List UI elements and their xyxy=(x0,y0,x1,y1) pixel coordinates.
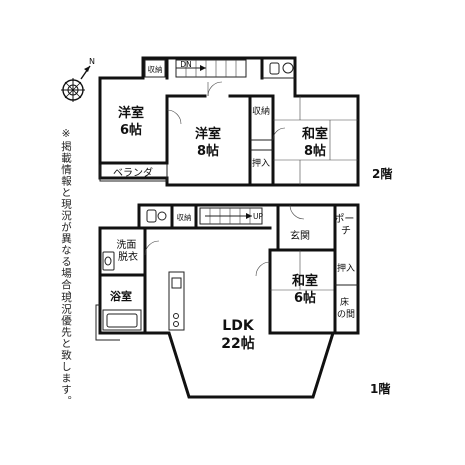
floor-label-2f: 2階 xyxy=(372,166,392,181)
storage-1f-label: 収納 xyxy=(177,212,192,222)
storage-top-label: 収納 xyxy=(148,64,163,74)
alcove-line-2: の間 xyxy=(337,309,355,320)
bathroom-label: 浴室 xyxy=(110,289,132,303)
room-western-a-size: 6帖 xyxy=(120,122,142,138)
room-western-a-name: 洋室 xyxy=(118,105,144,121)
first-floor-plan: 収納 UP 玄関 ポー チ 押入 床 xyxy=(95,203,360,399)
alcove-label: 床 の間 xyxy=(337,296,355,320)
washroom-line-1: 洗面 xyxy=(116,239,136,251)
porch-label: ポー チ xyxy=(334,213,357,237)
room-ldk-name: LDK xyxy=(222,318,255,334)
room-japanese-2f-size: 8帖 xyxy=(304,143,326,159)
note-line-1: ※掲載情報と現況が異なる場合、 xyxy=(60,128,72,302)
porch-line-2: チ xyxy=(341,225,351,237)
storage-mid-label: 収納 xyxy=(252,105,270,117)
room-japanese-1f-size: 6帖 xyxy=(294,290,316,306)
floor-label-1f: 1階 xyxy=(370,381,390,396)
room-japanese-1f-name: 和室 xyxy=(292,273,318,289)
stair-up-label: UP xyxy=(253,212,263,221)
room-western-b-size: 8帖 xyxy=(197,143,219,159)
closet-2f-label: 押入 xyxy=(252,157,270,169)
washroom-line-2: 脱衣 xyxy=(118,250,138,263)
stair-down-label: DN xyxy=(180,60,191,69)
disclaimer-note: ※掲載情報と現況が異なる場合、 現況優先と致します。 xyxy=(60,128,72,407)
washroom-label: 洗面 脱衣 xyxy=(116,239,139,263)
second-floor-plan: DN 収納 収納 押入 洋室 6帖 洋室 xyxy=(98,56,360,187)
entrance-label: 玄関 xyxy=(290,229,310,242)
compass-north-label: N xyxy=(89,57,95,66)
compass-icon: N xyxy=(61,57,95,102)
porch-line-1: ポー xyxy=(334,213,354,225)
closet-1f-label: 押入 xyxy=(337,262,355,274)
room-western-b-name: 洋室 xyxy=(195,126,221,142)
note-line-2: 現況優先と致します。 xyxy=(60,292,72,407)
balcony-label: ベランダ xyxy=(113,166,153,179)
alcove-line-1: 床 xyxy=(340,296,349,308)
room-ldk-size: 22帖 xyxy=(221,335,254,352)
room-japanese-2f-name: 和室 xyxy=(302,126,328,142)
